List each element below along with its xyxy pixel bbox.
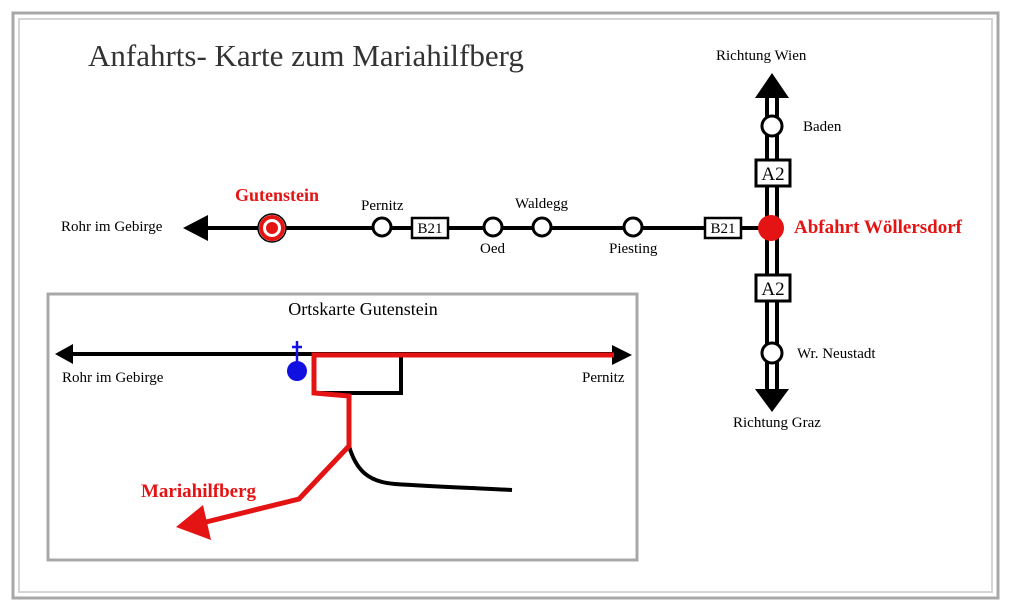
inset-label-pernitz: Pernitz (582, 370, 625, 386)
label-waldegg: Waldegg (515, 196, 568, 212)
church-marker (287, 361, 307, 381)
exit-marker (758, 215, 784, 241)
a2-shield-lower (754, 273, 792, 303)
inset-east-arrow (612, 345, 632, 365)
b21-shield-right (703, 216, 743, 240)
inset-route-arrow (176, 505, 211, 540)
inset-route (205, 352, 614, 525)
label-oed: Oed (480, 241, 505, 257)
waldegg-marker (531, 216, 553, 238)
label-gutenstein: Gutenstein (235, 185, 319, 205)
inner-frame (18, 18, 993, 593)
neustadt-marker (760, 341, 784, 365)
label-baden: Baden (803, 119, 842, 135)
gutenstein-marker-dot (266, 222, 278, 234)
oed-marker (482, 216, 504, 238)
inset-frame (46, 292, 639, 562)
label-richtung-wien: Richtung Wien (716, 48, 807, 64)
pernitz-marker (371, 216, 393, 238)
label-pernitz: Pernitz (361, 198, 404, 214)
b21-shield-left-label: B21 (417, 221, 442, 237)
b21-shield-right-label: B21 (710, 221, 735, 237)
baden-marker (760, 114, 784, 138)
label-piesting: Piesting (609, 241, 658, 257)
north-arrow (755, 73, 789, 98)
label-rohr-im-gebirge: Rohr im Gebirge (61, 219, 163, 235)
map-title: Anfahrts- Karte zum Mariahilfberg (88, 38, 524, 73)
a2-shield-upper-label: A2 (761, 164, 784, 185)
west-arrow (183, 215, 208, 241)
outer-frame (11, 11, 1000, 600)
inset-side-road (347, 445, 513, 492)
south-arrow (755, 389, 789, 412)
inset-label-rohr: Rohr im Gebirge (62, 370, 164, 386)
a2-shield-upper (754, 158, 792, 188)
a2-shield-lower-label: A2 (761, 279, 784, 300)
label-abfahrt-woellersdorf: Abfahrt Wöllersdorf (794, 217, 963, 238)
b21-shield-left (410, 216, 450, 240)
inset-west-arrow (55, 344, 73, 364)
label-richtung-graz: Richtung Graz (733, 415, 821, 431)
inset-label-mariahilfberg: Mariahilfberg (141, 481, 257, 502)
label-wr-neustadt: Wr. Neustadt (797, 346, 876, 362)
inset-title: Ortskarte Gutenstein (288, 299, 437, 319)
piesting-marker (622, 216, 644, 238)
